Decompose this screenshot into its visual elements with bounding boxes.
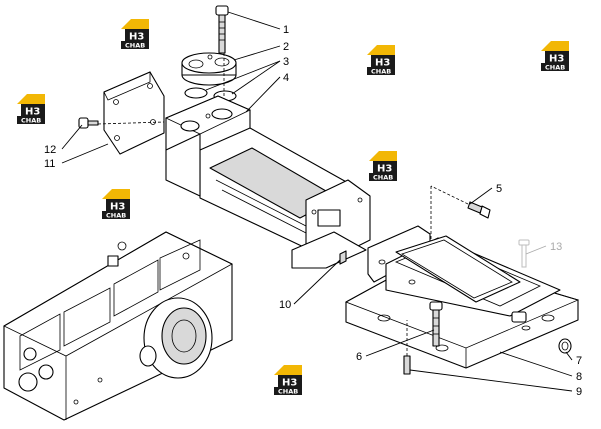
callout-label: 3 [283,56,289,68]
watermark-caption: CHAB [125,42,145,50]
callout-label: 7 [576,355,582,367]
watermark-logo: H3 CHAB [367,45,395,76]
callout-leader [205,60,281,91]
callout-leader [61,143,109,164]
watermark-caption: CHAB [21,117,41,125]
callout-label: 13 [550,241,562,253]
watermark-caption: CHAB [371,68,391,76]
watermark-logo: H3 CHAB [369,151,397,182]
callout-leader [365,329,435,357]
watermark-mark: H3 [377,164,392,175]
faded-screw-part [518,239,530,268]
watermark-logo: H3 CHAB [102,189,130,220]
watermark-mark: H3 [375,58,390,69]
housing-part [165,95,371,269]
callout-label: 2 [283,41,289,53]
bolt-part [429,301,443,347]
watermark-caption: CHAB [278,388,298,396]
callout-leader [233,45,281,61]
gearbox-housing-part [3,231,233,421]
callout-label: 11 [44,158,55,170]
callout-leader [565,351,573,361]
callout-leader [525,245,547,255]
watermark-logo: H3 CHAB [541,41,569,72]
alignment-line [97,121,165,125]
watermark-logo: H3 CHAB [17,94,45,125]
watermark-mark: H3 [110,202,125,213]
callout-leader [293,259,341,305]
callout-leader [409,369,573,392]
callout-leader [499,351,573,377]
watermark-caption: CHAB [373,174,393,182]
watermark-logo: H3 CHAB [121,19,149,50]
callout-label: 12 [44,144,56,156]
watermark-mark: H3 [282,378,297,389]
callout-label: 8 [576,371,582,383]
callout-leader [227,11,281,30]
side-cover-part [103,71,165,155]
watermark-mark: H3 [129,32,144,43]
watermark-logo: H3 CHAB [274,365,302,396]
bolt-part [430,185,491,246]
base-plate-part [345,225,580,369]
callout-label: 10 [279,299,291,311]
ring-part [558,338,572,354]
callout-leader [231,60,281,95]
callout-label: 5 [496,183,502,195]
callout-label: 9 [576,386,582,398]
callout-label: 4 [283,72,289,84]
callout-leader [469,187,493,205]
pin-part [339,250,347,265]
screw-part [215,5,229,54]
callout-label: 6 [356,351,362,363]
o-ring-part [184,87,237,102]
callout-leader [61,124,83,150]
callout-leader [245,76,281,113]
watermark-mark: H3 [549,54,564,65]
watermark-mark: H3 [25,107,40,118]
watermark-caption: CHAB [106,212,126,220]
watermark-caption: CHAB [545,64,565,72]
small-bolt-part [78,117,99,129]
dowel-pin-part [403,320,411,375]
cover-plate-part [181,52,237,86]
callout-label: 1 [283,24,289,36]
